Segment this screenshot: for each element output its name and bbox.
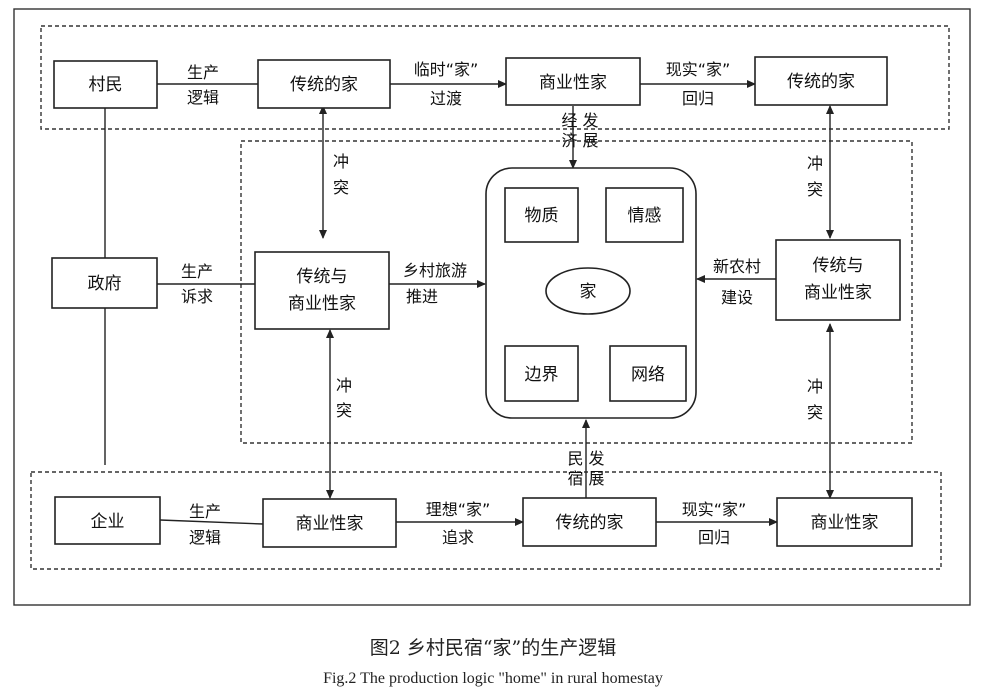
box-mixed-home-left: 传统与 商业性家 [254, 251, 390, 330]
label-conflict-top-left-1: 冲 [333, 152, 349, 171]
svg-text:商业性家: 商业性家 [296, 514, 364, 534]
box-government: 政府 [51, 257, 158, 309]
svg-text:传统的家: 传统的家 [556, 513, 624, 533]
box-boundary: 边界 [504, 345, 579, 402]
box-enterprise: 企业 [54, 496, 161, 545]
box-material: 物质 [504, 187, 579, 243]
label-transition-2: 过渡 [430, 89, 462, 108]
box-emotion: 情感 [605, 187, 684, 243]
government-group-frame [240, 140, 913, 444]
svg-text:传统与: 传统与 [813, 256, 864, 276]
line-enterprise-commercial [159, 519, 264, 525]
box-traditional-home-top: 传统的家 [257, 59, 391, 109]
label-new-countryside-1: 新农村 [713, 257, 761, 276]
label-enterprise-logic-1: 生产 [189, 502, 221, 521]
label-return-top-1: 现实“家” [666, 60, 731, 79]
label-homestay-development-2: 宿 展 [567, 469, 604, 488]
label-conflict-top-right-1: 冲 [807, 154, 823, 173]
label-conflict-top-right-2: 突 [807, 180, 823, 199]
box-commercial-home-bottom-right: 商业性家 [776, 497, 913, 547]
svg-text:商业性家: 商业性家 [804, 283, 872, 303]
edge-labels: 生产 逻辑 临时“家” 过渡 现实“家” 回归 经 发 济 展 冲 突 冲 突 … [181, 60, 823, 547]
svg-text:政府: 政府 [88, 274, 122, 294]
production-logic-diagram: 村民 传统的家 商业性家 传统的家 政府 传统与 商业性家 传统与 商业性家 物… [13, 8, 971, 606]
figure-caption-english: Fig.2 The production logic "home" in rur… [323, 670, 663, 687]
label-return-top-2: 回归 [682, 89, 714, 108]
box-villager: 村民 [53, 60, 158, 109]
svg-text:网络: 网络 [631, 365, 665, 385]
label-transition-1: 临时“家” [414, 60, 479, 79]
svg-text:物质: 物质 [525, 206, 559, 226]
box-commercial-home-top: 商业性家 [505, 57, 641, 106]
node-home: 家 [545, 267, 631, 315]
enterprise-group-frame [30, 471, 942, 570]
label-economic-development-1: 经 发 [561, 111, 598, 130]
label-tourism-promotion-2: 推进 [406, 287, 438, 306]
svg-text:企业: 企业 [91, 512, 125, 532]
svg-text:传统的家: 传统的家 [290, 75, 358, 95]
svg-text:情感: 情感 [628, 206, 662, 226]
label-villager-logic-1: 生产 [187, 63, 219, 82]
label-conflict-bottom-left-2: 突 [336, 401, 352, 420]
label-homestay-development-1: 民 发 [567, 449, 604, 468]
figure-caption-chinese: 图2 乡村民宿“家”的生产逻辑 [369, 637, 617, 659]
box-mixed-home-right: 传统与 商业性家 [775, 239, 901, 321]
label-ideal-pursuit-1: 理想“家” [426, 500, 491, 519]
box-commercial-home-bottom: 商业性家 [262, 498, 397, 548]
svg-text:传统与: 传统与 [297, 267, 348, 287]
label-villager-logic-2: 逻辑 [187, 88, 219, 107]
label-return-bottom-2: 回归 [698, 528, 730, 547]
label-enterprise-logic-2: 逻辑 [189, 528, 221, 547]
label-ideal-pursuit-2: 追求 [442, 528, 474, 547]
label-conflict-bottom-right-2: 突 [807, 403, 823, 422]
svg-text:边界: 边界 [525, 365, 559, 385]
label-return-bottom-1: 现实“家” [682, 500, 747, 519]
svg-text:商业性家: 商业性家 [539, 73, 607, 93]
villager-group-frame [40, 25, 950, 130]
label-conflict-bottom-left-1: 冲 [336, 376, 352, 395]
svg-text:村民: 村民 [89, 75, 123, 95]
box-traditional-home-top-right: 传统的家 [754, 56, 888, 106]
label-government-appeal-2: 诉求 [181, 287, 213, 306]
box-traditional-home-bottom: 传统的家 [522, 497, 657, 547]
label-conflict-bottom-right-1: 冲 [807, 377, 823, 396]
label-government-appeal-1: 生产 [181, 262, 213, 281]
label-economic-development-2: 济 展 [561, 131, 598, 150]
label-conflict-top-left-2: 突 [333, 178, 349, 197]
outer-frame [13, 8, 971, 606]
box-network: 网络 [609, 345, 687, 402]
svg-text:商业性家: 商业性家 [811, 513, 879, 533]
label-new-countryside-2: 建设 [721, 288, 753, 307]
svg-text:传统的家: 传统的家 [787, 72, 855, 92]
svg-text:商业性家: 商业性家 [288, 294, 356, 314]
label-tourism-promotion-1: 乡村旅游 [403, 261, 467, 280]
svg-text:家: 家 [580, 282, 597, 302]
